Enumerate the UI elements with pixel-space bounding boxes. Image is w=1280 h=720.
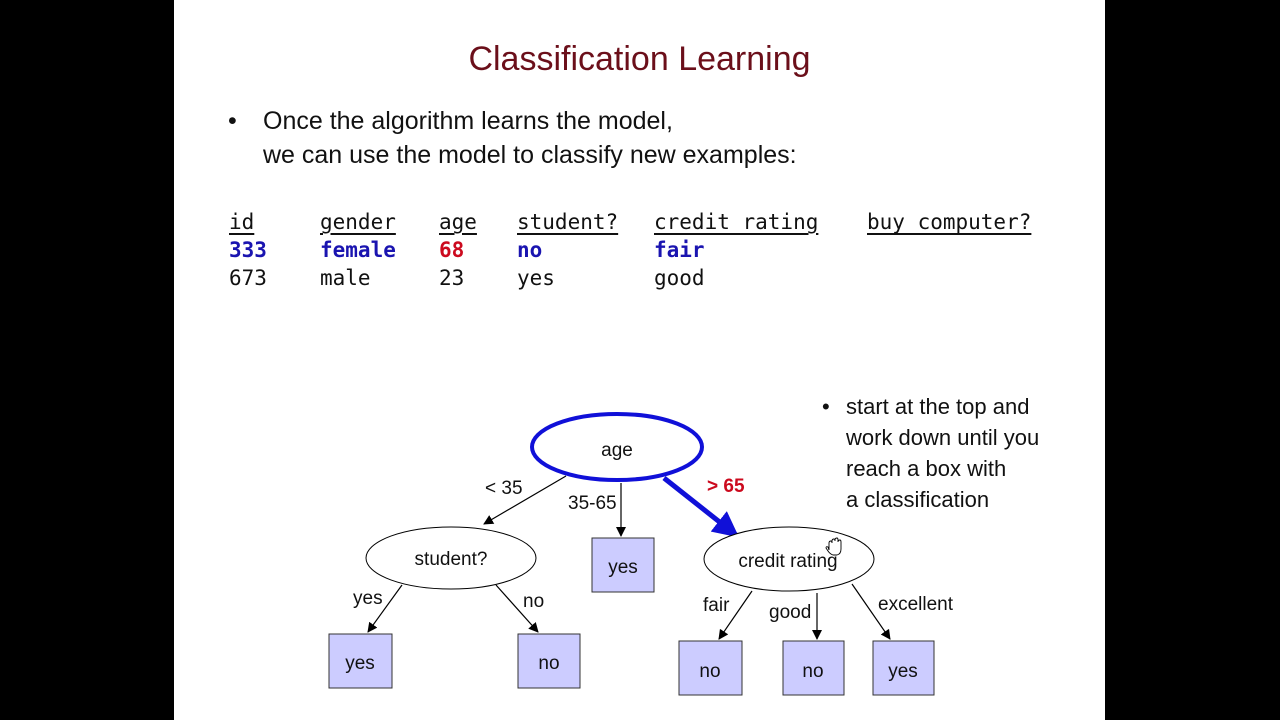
leaf-no xyxy=(782,640,845,696)
hand-cursor-icon xyxy=(825,537,842,556)
header-id: id xyxy=(229,210,255,234)
leaf-no xyxy=(678,640,743,696)
edge-credit-excellent xyxy=(851,583,891,640)
cell-gender: male xyxy=(320,266,371,290)
side-bullet-line-4: a classification xyxy=(846,487,990,512)
cell-gender: female xyxy=(320,238,396,262)
header-credit-rating: credit rating xyxy=(654,210,819,234)
leaf-yes xyxy=(328,633,393,689)
header-gender: gender xyxy=(320,210,396,234)
cell-credit: fair xyxy=(654,238,705,262)
cell-student: yes xyxy=(517,266,555,290)
edge-student-no xyxy=(495,584,539,633)
side-bullet-line-3: reach a box with xyxy=(846,456,1007,481)
bullet-line-2: we can use the model to classify new exa… xyxy=(263,141,797,169)
edge-student-yes xyxy=(367,584,403,633)
edge-label-no: no xyxy=(523,591,544,612)
edge-gt65-highlighted xyxy=(662,476,740,538)
edge-credit-fair xyxy=(718,590,753,640)
header-age: age xyxy=(439,210,477,234)
bullet-line-1: Once the algorithm learns the model, xyxy=(263,107,673,135)
leaf-label: yes xyxy=(345,653,375,674)
edge-label-yes: yes xyxy=(353,588,383,609)
leaf-label: yes xyxy=(888,661,918,682)
cell-age: 68 xyxy=(439,238,465,262)
slide: Classification Learning • Once the algor… xyxy=(174,0,1105,720)
edge-label-fair: fair xyxy=(703,595,730,616)
node-credit-rating-label: credit rating xyxy=(738,551,837,572)
side-bullet-line-2: work down until you xyxy=(846,425,1040,450)
cell-age: 23 xyxy=(439,266,465,290)
leaf-label: no xyxy=(802,661,823,682)
header-student: student? xyxy=(517,210,619,234)
leaf-yes-middle xyxy=(591,537,655,593)
cell-id: 673 xyxy=(229,266,267,290)
decision-tree: age < 35 35-65 > 65 student? yes no yes … xyxy=(328,412,954,696)
edge-label-lt35: < 35 xyxy=(485,478,523,499)
leaf-label: no xyxy=(538,653,559,674)
leaf-label: no xyxy=(699,661,720,682)
node-student xyxy=(365,526,537,590)
leaf-yes xyxy=(872,640,935,696)
bullet-icon: • xyxy=(228,107,237,135)
node-age-label: age xyxy=(601,440,633,461)
node-age xyxy=(530,412,704,482)
side-bullet-line-1: start at the top and xyxy=(846,394,1030,419)
edge-label-35-65: 35-65 xyxy=(568,493,617,514)
cell-id: 333 xyxy=(229,238,267,262)
edge-label-gt65: > 65 xyxy=(707,476,745,497)
node-student-label: student? xyxy=(415,549,488,570)
edge-label-good: good xyxy=(769,602,811,623)
edge-lt35 xyxy=(483,475,567,525)
leaf-label: yes xyxy=(608,557,638,578)
cell-student: no xyxy=(517,238,543,262)
edge-label-excellent: excellent xyxy=(878,594,954,615)
slide-title: Classification Learning xyxy=(468,40,811,78)
cell-credit: good xyxy=(654,266,705,290)
header-buy-computer: buy computer? xyxy=(867,210,1032,234)
bullet-icon: • xyxy=(822,394,830,419)
leaf-no xyxy=(517,633,581,689)
